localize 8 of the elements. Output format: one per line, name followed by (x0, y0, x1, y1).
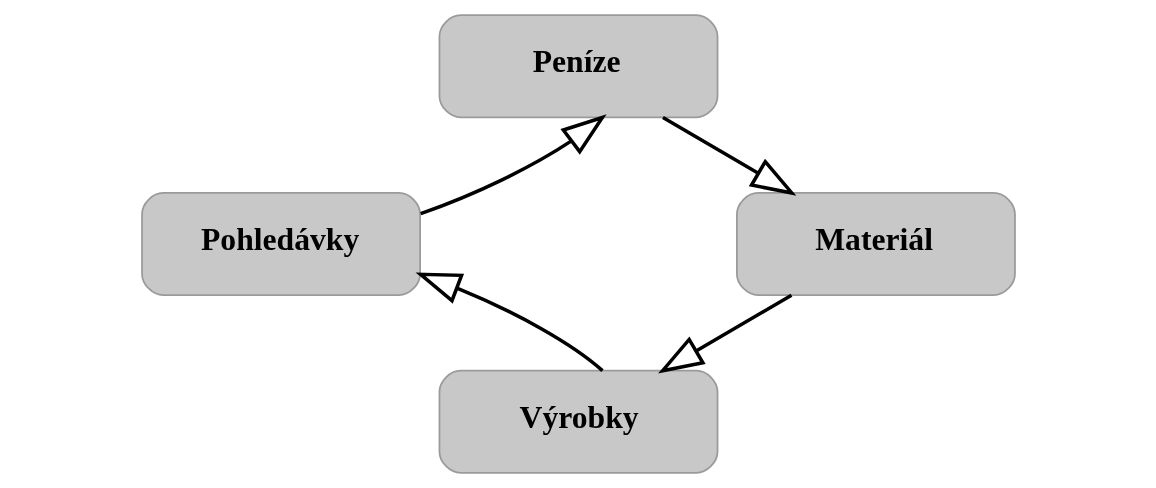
node-box: Výrobky (438, 369, 718, 474)
arrow (657, 293, 792, 374)
node-box: Materiál (735, 192, 1016, 296)
arrow (419, 114, 607, 216)
arrow (661, 115, 796, 196)
arrow (415, 272, 604, 372)
node-box: Pohledávky (140, 192, 421, 296)
node-box: Peníze (438, 14, 718, 119)
